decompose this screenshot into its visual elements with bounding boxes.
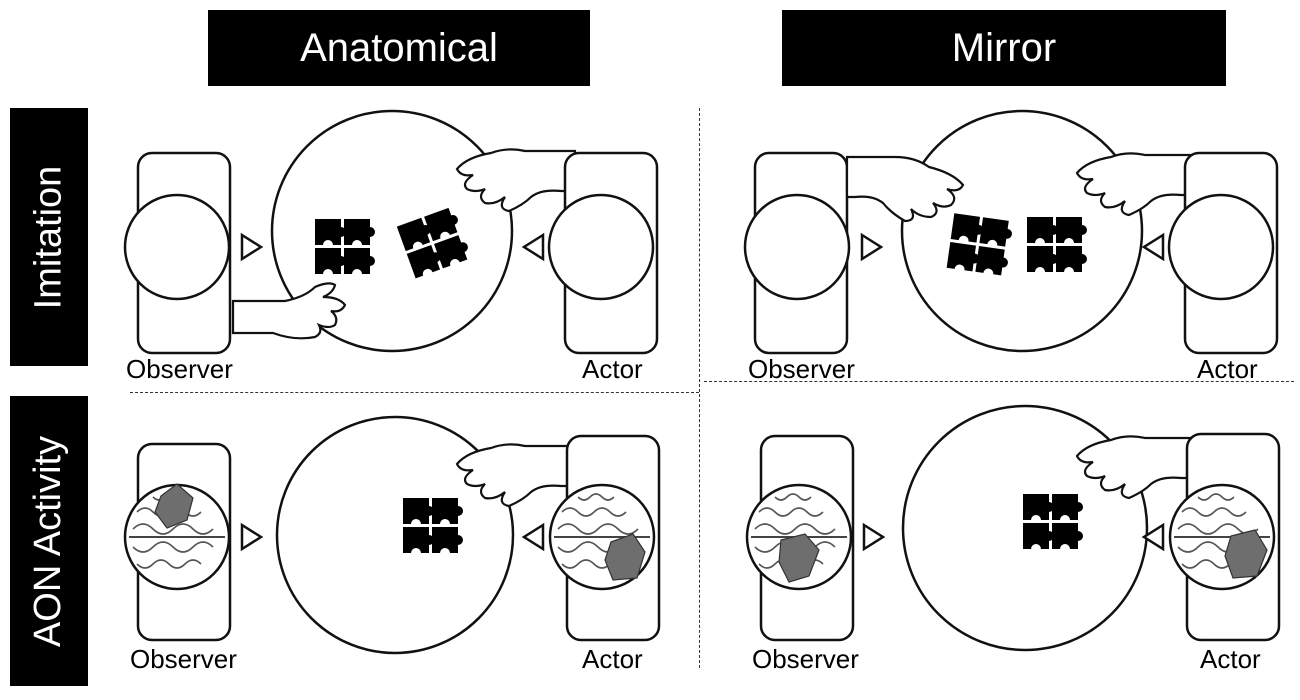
observer-label-anatomical-imitation: Observer (126, 354, 233, 384)
actor-hand (1075, 435, 1197, 500)
row-header-aon-activity: AON Activity (10, 396, 88, 686)
actor-head (547, 193, 655, 301)
column-header-mirror: Mirror (782, 10, 1226, 86)
column-header-anatomical-label: Anatomical (300, 25, 498, 70)
panel-anatomical-imitation (123, 109, 659, 355)
observer-head (123, 193, 231, 301)
panel-anatomical-aon (123, 415, 661, 655)
observer-hand (845, 155, 965, 223)
actor-label-mirror-imitation: Actor (1197, 354, 1258, 384)
row-header-imitation-label: Imitation (27, 165, 70, 309)
observer-label-mirror-aon: Observer (752, 644, 859, 674)
actor-head (1167, 193, 1275, 301)
observer-brain-activation (154, 483, 194, 529)
horizontal-divider-left (130, 392, 699, 393)
actor-label-anatomical-aon: Actor (582, 644, 643, 674)
actor-label-anatomical-imitation: Actor (582, 354, 643, 384)
actor-nose (1141, 232, 1165, 262)
vertical-divider (699, 108, 700, 668)
observer-hand (231, 282, 347, 340)
horizontal-divider-right (704, 381, 1294, 382)
observer-nose (240, 232, 264, 262)
observer-label-mirror-imitation: Observer (748, 354, 855, 384)
column-header-mirror-label: Mirror (951, 25, 1057, 70)
observer-label-anatomical-aon: Observer (130, 644, 237, 674)
actor-hand (455, 443, 577, 508)
actor-nose (1141, 522, 1165, 552)
row-header-aon-activity-label: AON Activity (27, 435, 70, 647)
actor-hand (1075, 152, 1197, 217)
actor-brain-activation (604, 533, 646, 581)
column-header-anatomical: Anatomical (208, 10, 590, 86)
observer-nose (862, 522, 886, 552)
observer-nose (860, 232, 884, 262)
panel-mirror-aon (745, 404, 1281, 652)
row-header-imitation: Imitation (10, 108, 88, 366)
observer-head (743, 193, 851, 301)
actor-nose (521, 522, 545, 552)
observer-brain-activation (778, 533, 820, 583)
panel-mirror-imitation (743, 109, 1279, 355)
actor-brain-activation (1224, 529, 1268, 579)
actor-nose (521, 232, 545, 262)
observer-nose (240, 522, 264, 552)
actor-hand (455, 148, 577, 213)
table (275, 415, 515, 655)
actor-label-mirror-aon: Actor (1200, 644, 1261, 674)
table (900, 109, 1144, 353)
